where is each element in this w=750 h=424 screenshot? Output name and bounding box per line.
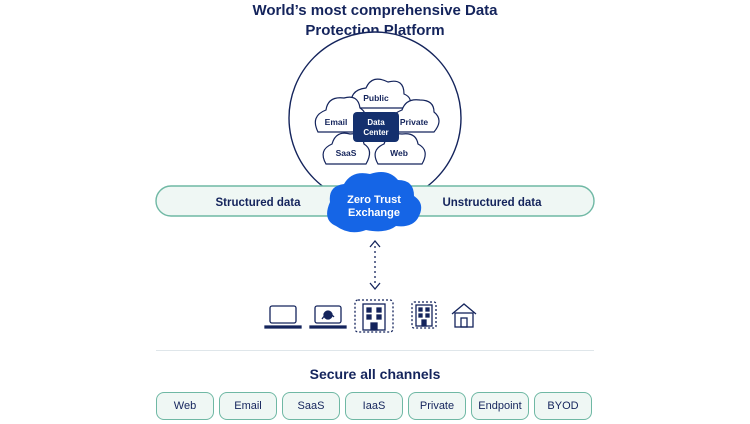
zte-label-2: Exchange xyxy=(348,207,400,219)
channel-private: Private xyxy=(408,392,466,420)
page-title-line-2: Protection Platform xyxy=(305,22,445,39)
home-icon xyxy=(451,303,477,328)
public-cloud-icon xyxy=(350,78,411,109)
channel-web: Web xyxy=(156,392,214,420)
cloud-label-web: Web xyxy=(390,148,408,158)
cloud-label-private: Private xyxy=(400,117,429,127)
structured-data-label: Structured data xyxy=(216,197,302,209)
channel-email: Email xyxy=(219,392,277,420)
section-divider xyxy=(156,350,594,351)
channel-iaas: IaaS xyxy=(345,392,403,420)
page-title-line-1: World’s most comprehensive Data xyxy=(252,2,498,19)
secure-channels-title: Secure all channels xyxy=(309,366,441,382)
zte-label-1: Zero Trust xyxy=(347,194,401,206)
cloud-label-saas: SaaS xyxy=(336,148,357,158)
channel-saas: SaaS xyxy=(282,392,340,420)
channel-endpoint: Endpoint xyxy=(471,392,529,420)
cloud-label-public: Public xyxy=(363,93,389,103)
laptop-icon xyxy=(264,305,302,329)
office-building-icon xyxy=(354,299,394,333)
channel-byod: BYOD xyxy=(534,392,592,420)
unstructured-data-label: Unstructured data xyxy=(442,197,542,209)
channel-list: Web Email SaaS IaaS Private Endpoint BYO… xyxy=(156,392,594,422)
data-center-label-2: Center xyxy=(363,128,388,137)
data-center-label-1: Data xyxy=(367,118,385,127)
data-center-box xyxy=(353,112,399,142)
branch-building-icon xyxy=(411,301,437,329)
zero-trust-exchange-cloud-icon xyxy=(327,172,422,233)
secure-laptop-icon xyxy=(309,305,347,329)
cloud-label-email: Email xyxy=(325,117,348,127)
bidirectional-arrow-icon xyxy=(369,239,381,291)
